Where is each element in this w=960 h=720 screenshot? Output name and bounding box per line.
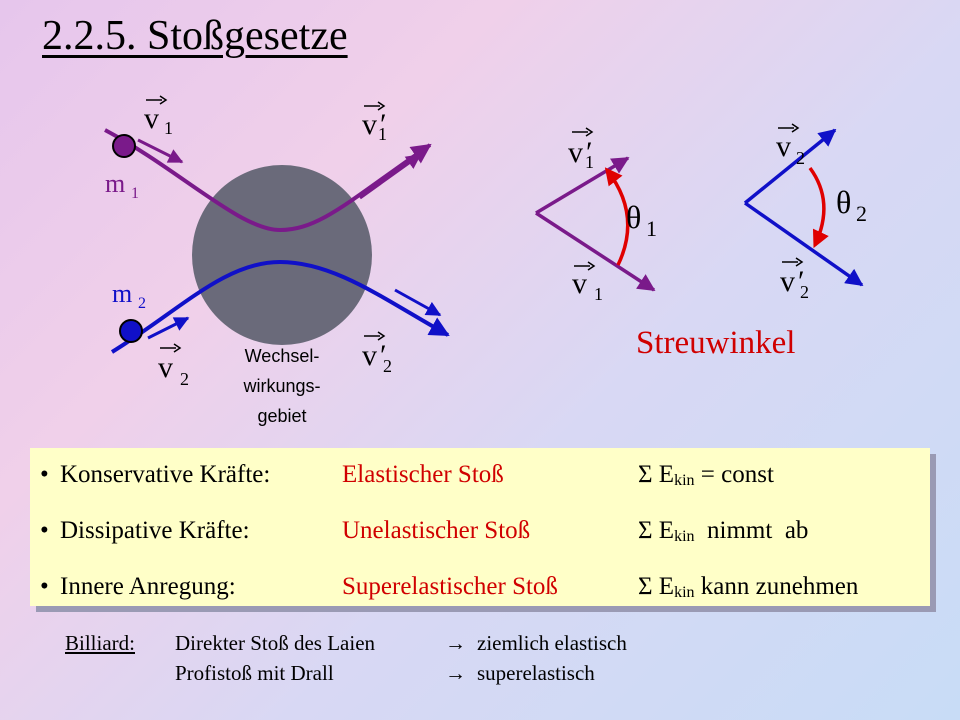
svg-text:v: v — [572, 267, 587, 300]
collision-type: Elastischer Stoß — [342, 461, 504, 488]
bullet: • — [40, 573, 49, 600]
arrow-icon: → — [445, 661, 466, 685]
svg-text:θ: θ — [626, 199, 641, 235]
svg-text:wirkungs-: wirkungs- — [242, 376, 320, 396]
energy-relation: Σ Ekin nimmt ab — [638, 514, 808, 554]
billiard-line1-left: Direkter Stoß des Laien — [175, 631, 376, 655]
billiard-label: Billiard: — [65, 631, 135, 655]
bullet: • — [40, 517, 49, 544]
angle-diagram-1 — [535, 156, 656, 292]
v1-prime-arrow — [359, 153, 422, 200]
energy-relation: Σ Ekin kann zunehmen — [638, 570, 858, 610]
label-v2-prime-angle: v′2 — [780, 257, 809, 302]
svg-text:2: 2 — [800, 282, 809, 302]
svg-text:2: 2 — [180, 369, 189, 389]
region-label: Wechsel- wirkungs- gebiet — [242, 346, 320, 426]
v1-arrow — [137, 138, 184, 164]
page-title: 2.2.5. Stoßgesetze — [42, 13, 348, 59]
billiard-line2-left: Profistoß mit Drall — [175, 661, 334, 685]
bullet: • — [40, 461, 49, 488]
billiard-line1-right: ziemlich elastisch — [477, 631, 627, 655]
trajectory-1 — [104, 128, 432, 233]
energy-sub: kin — [674, 584, 695, 601]
angle-diagram-2 — [743, 128, 864, 287]
svg-text:2: 2 — [138, 295, 146, 312]
svg-text:v: v — [776, 130, 791, 163]
svg-text:2: 2 — [856, 201, 867, 226]
energy-relation: Σ Ekin = const — [638, 458, 774, 498]
svg-text:′: ′ — [798, 265, 805, 298]
svg-text:1: 1 — [131, 185, 139, 202]
energy-pre: Σ E — [638, 573, 675, 600]
svg-text:v: v — [362, 108, 377, 141]
trajectory-2 — [110, 259, 450, 354]
force-label: Innere Anregung: — [60, 573, 236, 600]
energy-pre: Σ E — [638, 461, 675, 488]
svg-text:v: v — [780, 265, 795, 298]
force-label: Konservative Kräfte: — [60, 461, 271, 488]
svg-text:gebiet: gebiet — [257, 406, 306, 426]
svg-text:1: 1 — [646, 216, 657, 241]
svg-text:′: ′ — [380, 108, 387, 141]
collision-types-panel: • Konservative Kräfte: Elastischer Stoß … — [30, 448, 930, 606]
energy-post: nimmt ab — [694, 517, 809, 544]
svg-text:m: m — [105, 169, 125, 198]
streuwinkel-label: Streuwinkel — [636, 325, 795, 361]
label-v1-prime: v′1 — [362, 101, 387, 144]
energy-post: kann zunehmen — [694, 573, 859, 600]
svg-text:1: 1 — [594, 284, 603, 304]
interaction-region — [192, 165, 372, 345]
label-v1-prime-angle: v′1 — [568, 127, 594, 172]
svg-text:Wechsel-: Wechsel- — [245, 346, 320, 366]
mass-1 — [112, 134, 136, 158]
collision-type: Unelastischer Stoß — [342, 517, 531, 544]
svg-text:v: v — [144, 102, 159, 135]
energy-sub: kin — [674, 472, 695, 489]
svg-text:v: v — [158, 351, 173, 384]
v2-arrow — [147, 316, 190, 340]
svg-text:1: 1 — [378, 124, 387, 144]
svg-text:1: 1 — [164, 118, 173, 138]
collision-type: Superelastischer Stoß — [342, 573, 558, 600]
svg-text:v: v — [568, 136, 583, 169]
energy-sub: kin — [674, 528, 695, 545]
billiard-line2-right: superelastisch — [477, 661, 595, 685]
svg-text:2: 2 — [383, 356, 392, 376]
svg-text:m: m — [112, 279, 132, 308]
arrow-icon: → — [445, 631, 466, 655]
force-label: Dissipative Kräfte: — [60, 517, 250, 544]
energy-post: = const — [694, 461, 774, 488]
mass-2 — [119, 319, 143, 343]
v2-prime-arrow — [394, 288, 442, 317]
svg-text:1: 1 — [585, 152, 594, 172]
svg-text:′: ′ — [380, 339, 387, 372]
svg-text:v: v — [362, 339, 377, 372]
svg-text:′: ′ — [586, 136, 593, 169]
svg-text:2: 2 — [796, 148, 805, 168]
energy-pre: Σ E — [638, 517, 675, 544]
label-v2-prime: v′2 — [362, 331, 392, 376]
svg-text:θ: θ — [836, 184, 851, 220]
